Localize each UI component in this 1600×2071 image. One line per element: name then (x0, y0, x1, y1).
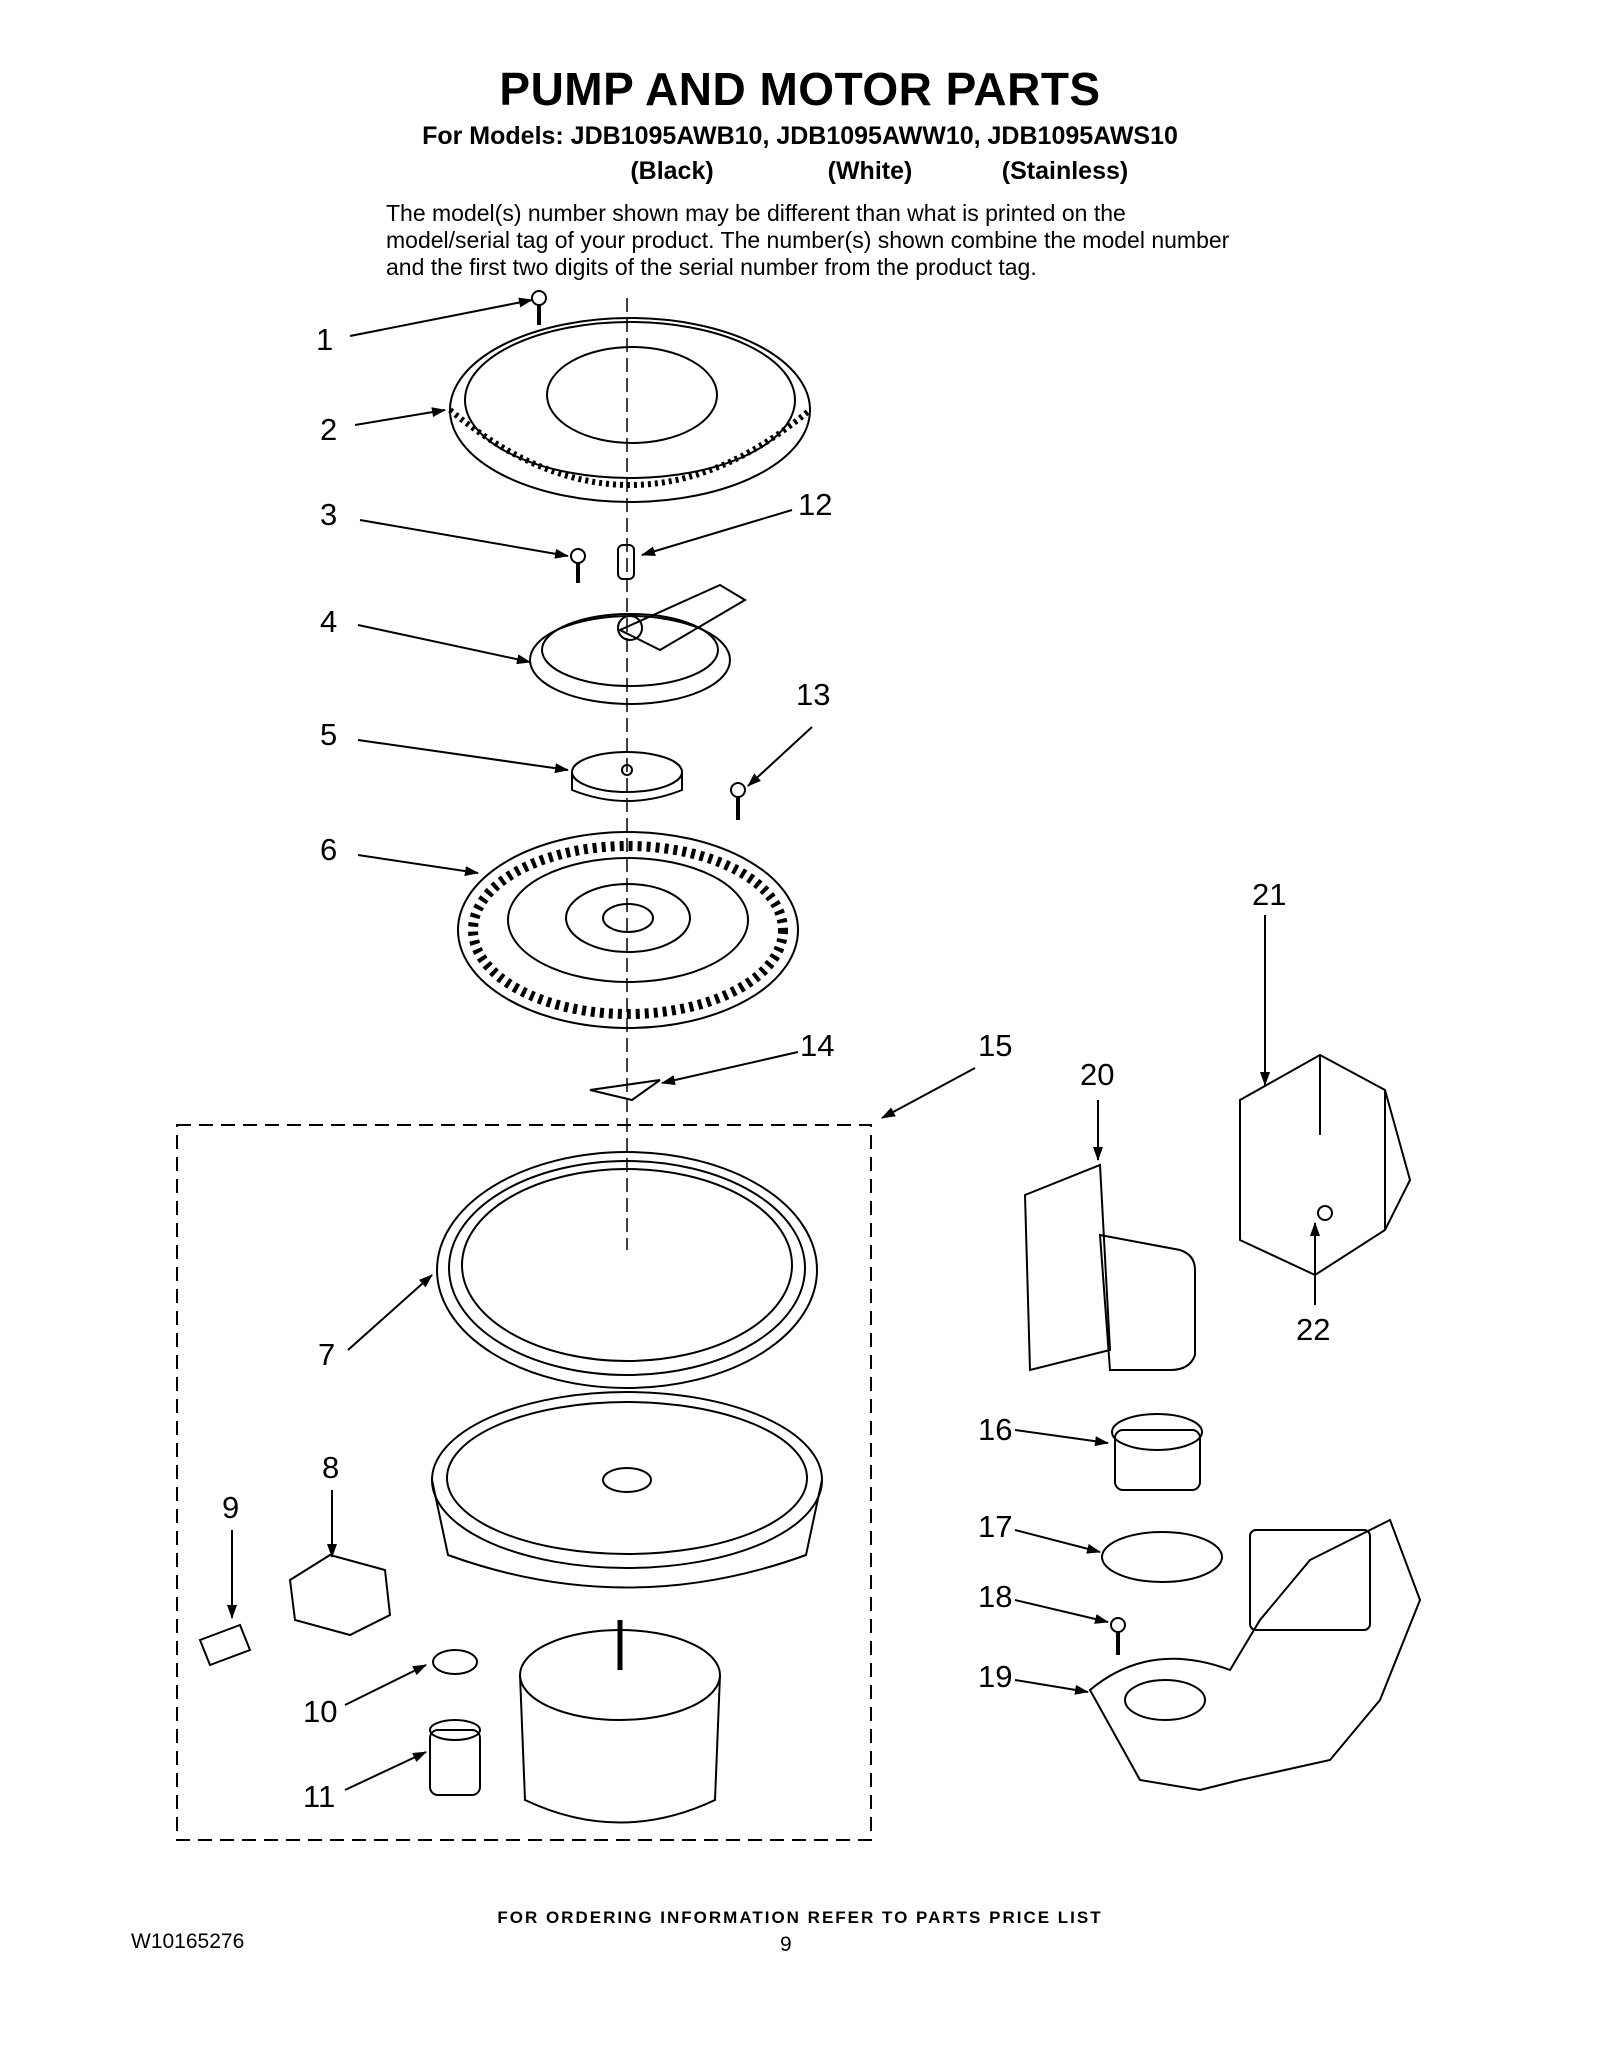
part-16-housing (1111, 1413, 1203, 1491)
part-6-pump-base (457, 831, 799, 1029)
callout-18: 18 (978, 1579, 1012, 1614)
part-8-bracket (288, 1553, 392, 1637)
variant-black: (Black) (630, 157, 714, 185)
part-14-seal (589, 1079, 661, 1102)
callout-15: 15 (978, 1028, 1012, 1063)
part-7-ring-gasket (436, 1151, 818, 1389)
callout-4: 4 (320, 604, 337, 639)
callout-22: 22 (1296, 1312, 1330, 1347)
callout-7: 7 (318, 1337, 335, 1372)
model-note: The model(s) number shown may be differe… (386, 200, 1230, 280)
part-3-screw (570, 548, 586, 583)
callout-19: 19 (978, 1659, 1012, 1694)
part-15-assembly-box (176, 1124, 872, 1841)
callout-11: 11 (303, 1779, 335, 1814)
callout-16: 16 (978, 1412, 1012, 1447)
part-5-impeller (571, 751, 683, 802)
callout-9: 9 (222, 1490, 239, 1525)
ordering-info: FOR ORDERING INFORMATION REFER TO PARTS … (497, 1908, 1103, 1927)
callout-3: 3 (320, 497, 337, 532)
variant-stainless: (Stainless) (1001, 157, 1129, 185)
part-12-pin (617, 544, 635, 580)
part-18-screw (1110, 1617, 1126, 1655)
callout-10: 10 (303, 1694, 337, 1729)
part-20-cover (1023, 1163, 1196, 1372)
callout-13: 13 (796, 677, 830, 712)
part-17-o-ring (1101, 1531, 1223, 1583)
callout-14: 14 (800, 1028, 834, 1063)
part-1-screw (531, 290, 547, 325)
part-22-screw (1317, 1205, 1333, 1221)
page-title: PUMP AND MOTOR PARTS (499, 63, 1101, 115)
document-number: W10165276 (131, 1930, 245, 1953)
models-line: For Models: JDB1095AWB10, JDB1095AWW10, … (422, 122, 1178, 150)
callout-17: 17 (978, 1509, 1012, 1544)
callout-8: 8 (322, 1450, 339, 1485)
callout-21: 21 (1252, 877, 1286, 912)
callout-12: 12 (798, 487, 832, 522)
part-19-drain-pump (1088, 1518, 1422, 1792)
callout-1: 1 (316, 322, 333, 357)
variant-white: (White) (827, 157, 913, 185)
part-10-o-ring (432, 1649, 478, 1675)
part-21-control-box (1239, 1053, 1412, 1277)
part-2-support-ring (448, 317, 812, 503)
part-4-pump-cover (529, 583, 747, 705)
page-number: 9 (780, 1933, 792, 1956)
part-9-lever (198, 1623, 252, 1667)
part-13-screw (730, 782, 746, 820)
part-11-sensor (429, 1719, 481, 1796)
sump-housing (431, 1391, 823, 1589)
leader-arrows (227, 297, 1320, 1791)
wash-motor (519, 1620, 721, 1824)
callout-20: 20 (1080, 1057, 1114, 1092)
callout-6: 6 (320, 832, 337, 867)
callout-5: 5 (320, 717, 337, 752)
callout-2: 2 (320, 412, 337, 447)
